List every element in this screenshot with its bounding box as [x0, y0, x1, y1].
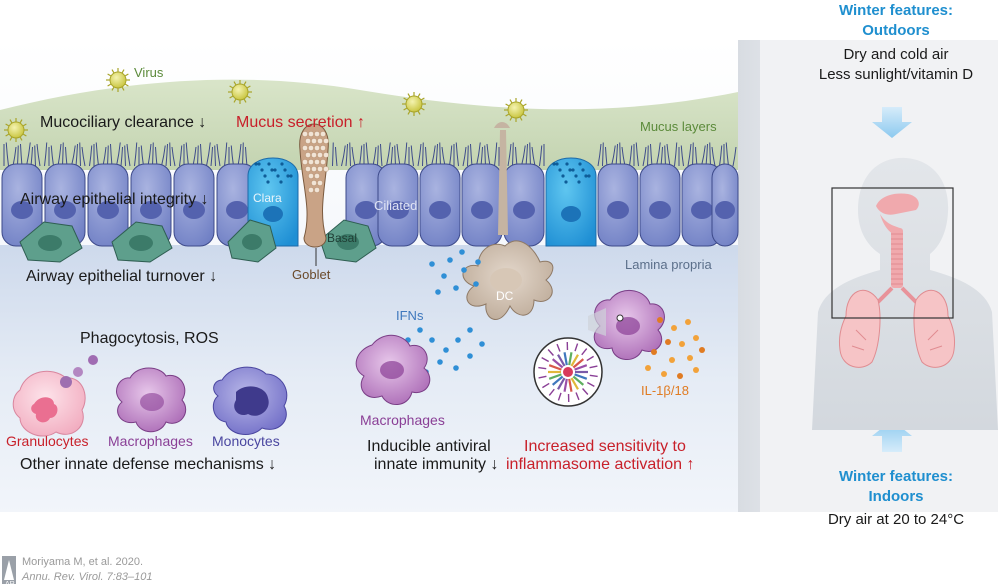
- monocyte-icon: [212, 366, 288, 436]
- winter-indoors-line1: Dry air at 20 to 24°C: [827, 511, 965, 528]
- macrophages-row-label: Macrophages: [108, 433, 193, 449]
- airway-turnover-label: Airway epithelial turnover ↓: [26, 268, 218, 285]
- winter-outdoors-line1: Dry and cold air: [843, 46, 949, 63]
- ciliated-cell: [639, 163, 681, 247]
- increased-line1: Increased sensitivity to: [524, 438, 686, 455]
- macrophages-center-label: Macrophages: [360, 412, 445, 428]
- inflammasome-icon: [533, 337, 603, 407]
- virus-icon: [402, 92, 426, 116]
- granulocyte-icon: [12, 355, 98, 437]
- clara-cell-icon: [545, 157, 597, 247]
- macrophage-row-icon: [116, 367, 187, 433]
- ifn-dots: [405, 249, 485, 375]
- phagocytosis-label: Phagocytosis, ROS: [80, 330, 219, 347]
- virus-icon: [228, 80, 252, 104]
- zoom-region-box: [831, 187, 954, 319]
- virus-icon: [4, 118, 28, 142]
- ciliated-label: Ciliated: [374, 198, 418, 213]
- ciliated-cell: [597, 163, 639, 247]
- airway-integrity-label: Airway epithelial integrity ↓: [20, 191, 209, 208]
- credit-line1: Moriyama M, et al. 2020.: [22, 556, 144, 568]
- ciliated-cell: [461, 163, 503, 247]
- il-label: IL-1β/18: [641, 383, 689, 398]
- macrophage-inflammasome-icon: [588, 290, 665, 360]
- dendritic-cell-icon: [462, 122, 554, 320]
- mucociliary-clearance-label: Mucociliary clearance ↓: [40, 114, 207, 131]
- inducible-line1: Inducible antiviral: [367, 438, 491, 455]
- goblet-cell-icon: [299, 123, 329, 266]
- mucus-secretion-label: Mucus secretion ↑: [236, 114, 365, 131]
- inducible-line2: innate immunity ↓: [374, 456, 499, 473]
- virus-label: Virus: [134, 65, 164, 80]
- basal-cells: [19, 219, 377, 263]
- ciliated-cell: [711, 163, 739, 247]
- winter-outdoors-line2: Less sunlight/vitamin D: [818, 66, 974, 83]
- basal-label: Basal: [327, 231, 358, 245]
- winter-outdoors-subheading: Outdoors: [862, 22, 930, 39]
- ifns-label: IFNs: [396, 308, 424, 323]
- increased-line2: inflammasome activation ↑: [506, 456, 695, 473]
- down-arrow-icon: [872, 107, 912, 138]
- ciliated-cell: [1, 163, 43, 247]
- viruses: [4, 68, 528, 142]
- publisher-logo-icon: AR: [2, 556, 16, 588]
- ciliated-cell: [419, 163, 461, 247]
- other-innate-label: Other innate defense mechanisms ↓: [20, 456, 277, 473]
- dc-label: DC: [496, 289, 514, 303]
- ciliated-cell: [87, 163, 129, 247]
- credit-line2: Annu. Rev. Virol. 7:83–101: [22, 571, 153, 583]
- virus-icon: [504, 98, 528, 122]
- ciliated-cell: [503, 163, 545, 247]
- macrophage-icon: [355, 334, 431, 405]
- virus-icon: [106, 68, 130, 92]
- il-dots: [645, 317, 705, 379]
- respiratory-tract-icon: [839, 193, 955, 368]
- granulocytes-label: Granulocytes: [6, 433, 89, 449]
- mucus-layers-label: Mucus layers: [640, 119, 717, 134]
- winter-outdoors-heading: Winter features:: [838, 2, 954, 19]
- winter-indoors-subheading: Indoors: [868, 488, 924, 505]
- monocytes-label: Monocytes: [212, 433, 280, 449]
- svg-text:AR: AR: [5, 581, 15, 588]
- lamina-propria-label: Lamina propria: [625, 257, 712, 272]
- ciliated-cell: [377, 163, 419, 247]
- goblet-label: Goblet: [292, 267, 331, 282]
- winter-indoors-heading: Winter features:: [838, 468, 954, 485]
- ciliated-cell: [173, 163, 215, 247]
- clara-label: Clara: [253, 191, 282, 205]
